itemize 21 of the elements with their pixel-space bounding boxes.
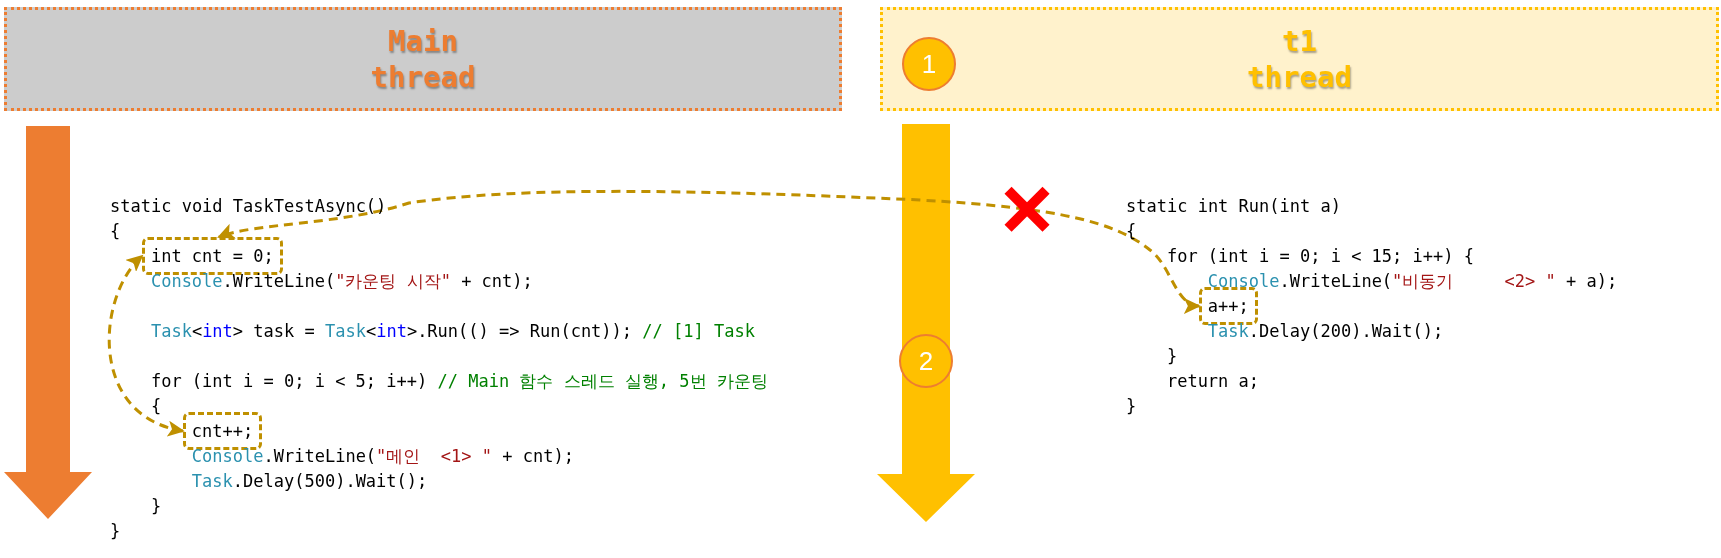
header-band [880, 7, 1719, 111]
code-line: { [150, 394, 162, 418]
band-title: Main thread [369, 23, 477, 95]
code-line: static void TaskTestAsync() [110, 194, 387, 218]
code-line: static int Run(int a) [1126, 194, 1341, 218]
code-line: return a; [1166, 369, 1260, 393]
code-line: { [1126, 219, 1137, 243]
arrow [217, 189, 1201, 312]
code-line: } [1166, 344, 1178, 368]
number-badge: 1 [902, 37, 956, 91]
code-line: } [150, 494, 162, 518]
code-line: } [1126, 394, 1137, 418]
header-band [4, 7, 842, 111]
code-line: Task.Delay(500).Wait(); [191, 469, 428, 493]
arrow [107, 254, 185, 435]
code-line: { [110, 219, 121, 243]
band-title: t1 thread [1246, 23, 1353, 95]
code-line: for (int i = 0; i < 15; i++) { [1166, 244, 1474, 268]
code-line: Task<int> task = Task<int>.Run(() => Run(cnt)); // [1] Task [150, 319, 755, 343]
code-line: for (int i = 0; i < 5; i++) // Main 함수 스레드 실행, 5번 카운팅 [150, 369, 768, 393]
code-line: } [110, 519, 121, 543]
